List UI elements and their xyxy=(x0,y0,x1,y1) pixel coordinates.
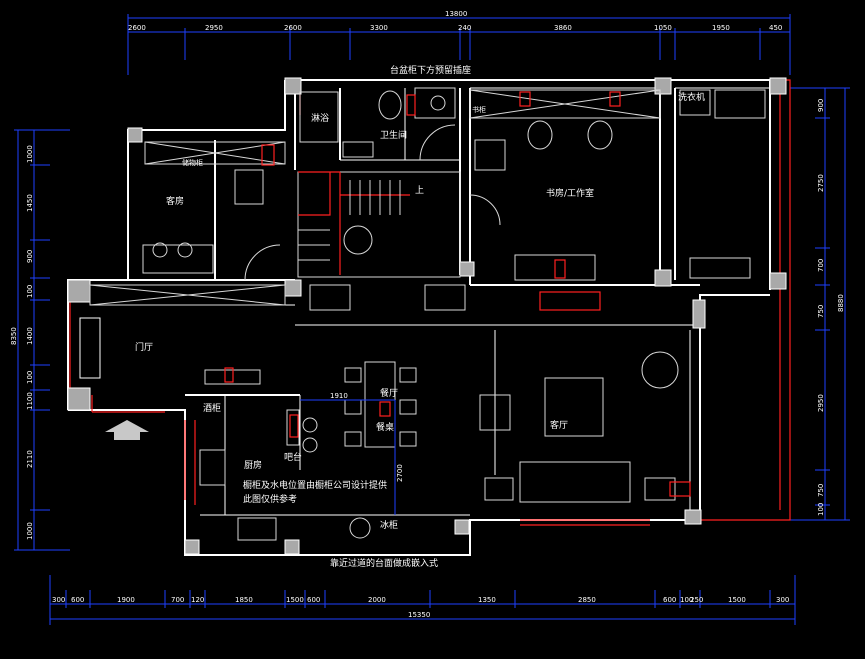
left-dimension: 8350 1000 1450 900 100 1400 100 1100 211… xyxy=(10,129,70,551)
label-dining-table: 餐桌 xyxy=(376,421,394,433)
note-kitchen-2: 此图仅供参考 xyxy=(243,493,297,505)
bottom-dim-6: 1850 xyxy=(235,596,253,604)
label-foyer: 门厅 xyxy=(135,341,153,353)
top-dim-6: 3860 xyxy=(554,24,572,32)
label-wc: 卫生间 xyxy=(380,129,407,141)
label-bath: 淋浴 xyxy=(311,112,329,124)
label-fridge: 冰柜 xyxy=(380,519,398,531)
label-dining: 餐厅 xyxy=(380,387,398,399)
top-dim-8: 1950 xyxy=(712,24,730,32)
bottom-dim-13: 100 xyxy=(680,596,693,604)
label-bar: 吧台 xyxy=(284,451,302,463)
bottom-dim-14: 250 xyxy=(690,596,703,604)
label-study-cabinet: 书柜 xyxy=(472,105,486,114)
left-total-dim: 8350 xyxy=(10,327,18,345)
left-dim-5: 1400 xyxy=(26,327,34,345)
top-dim-5: 240 xyxy=(458,24,471,32)
bottom-dim-12: 600 xyxy=(663,596,676,604)
top-dim-2: 2950 xyxy=(205,24,223,32)
right-dim-4: 750 xyxy=(817,305,825,318)
top-dim-7: 1050 xyxy=(654,24,672,32)
room-labels: 淋浴 卫生间 书柜 洗衣机 书房/工作室 储物柜 客房 门厅 餐厅 餐桌 客厅 … xyxy=(135,91,705,531)
left-dim-4: 100 xyxy=(26,285,34,298)
bottom-dim-11: 2850 xyxy=(578,596,596,604)
note-bottom: 靠近过道的台面做成嵌入式 xyxy=(330,557,438,569)
label-living: 客厅 xyxy=(550,419,568,431)
right-dim-7: 100 xyxy=(817,503,825,516)
bottom-dim-7: 1500 xyxy=(286,596,304,604)
notes: 台盆柜下方预留插座 靠近过道的台面做成嵌入式 橱柜及水电位置由橱柜公司设计提供 … xyxy=(243,64,471,569)
top-dimension: 13800 2600 2950 2600 3300 240 3860 1050 … xyxy=(127,10,791,75)
bottom-dim-1: 300 xyxy=(52,596,65,604)
left-dim-2: 1450 xyxy=(26,194,34,212)
right-dimension: 900 2750 700 750 2950 750 100 8880 xyxy=(790,87,850,521)
entry-arrow-icon xyxy=(105,420,149,440)
left-dim-1: 1000 xyxy=(26,145,34,163)
bottom-dimension: 300 600 1900 700 120 1850 1500 600 2000 … xyxy=(49,575,796,625)
bottom-total-dim: 15350 xyxy=(408,611,430,619)
right-total-dim: 8880 xyxy=(837,294,845,312)
label-wine: 酒柜 xyxy=(203,402,221,414)
columns xyxy=(67,77,787,555)
label-study: 书房/工作室 xyxy=(546,187,594,199)
label-guest: 客房 xyxy=(166,195,184,207)
label-cabinet: 储物柜 xyxy=(182,158,203,167)
left-dim-8: 2110 xyxy=(26,450,34,468)
electrical-markers xyxy=(224,91,691,497)
walls xyxy=(67,79,771,556)
right-dim-3: 700 xyxy=(817,259,825,272)
top-total-dim: 13800 xyxy=(445,10,467,18)
left-dim-3: 900 xyxy=(26,250,34,263)
bottom-dim-3: 1900 xyxy=(117,596,135,604)
top-dim-4: 3300 xyxy=(370,24,388,32)
right-dim-5: 2950 xyxy=(817,394,825,412)
bottom-dim-10: 1350 xyxy=(478,596,496,604)
top-dim-1: 2600 xyxy=(128,24,146,32)
label-stair-up: 上 xyxy=(415,185,424,196)
top-dim-9: 450 xyxy=(769,24,782,32)
left-dim-6: 100 xyxy=(26,371,34,384)
bottom-dim-4: 700 xyxy=(171,596,184,604)
bottom-dim-5: 120 xyxy=(191,596,204,604)
note-kitchen-1: 橱柜及水电位置由橱柜公司设计提供 xyxy=(243,479,387,491)
top-dim-3: 2600 xyxy=(284,24,302,32)
right-dim-2: 2750 xyxy=(817,174,825,192)
bottom-dim-9: 2000 xyxy=(368,596,386,604)
right-dim-1: 900 xyxy=(817,99,825,112)
left-dim-9: 1000 xyxy=(26,522,34,540)
right-dim-6: 750 xyxy=(817,484,825,497)
dim-1910: 1910 xyxy=(330,392,348,400)
dim-2700: 2700 xyxy=(396,464,404,482)
bottom-dim-8: 600 xyxy=(307,596,320,604)
label-laundry: 洗衣机 xyxy=(678,91,705,103)
bottom-dim-2: 600 xyxy=(71,596,84,604)
inner-dims: 1910 2700 xyxy=(300,392,404,515)
label-kitchen: 厨房 xyxy=(244,459,262,471)
left-dim-7: 1100 xyxy=(26,392,34,410)
bottom-dim-15: 1500 xyxy=(728,596,746,604)
note-top: 台盆柜下方预留插座 xyxy=(390,64,471,76)
bottom-dim-16: 300 xyxy=(776,596,789,604)
furniture xyxy=(89,87,766,541)
